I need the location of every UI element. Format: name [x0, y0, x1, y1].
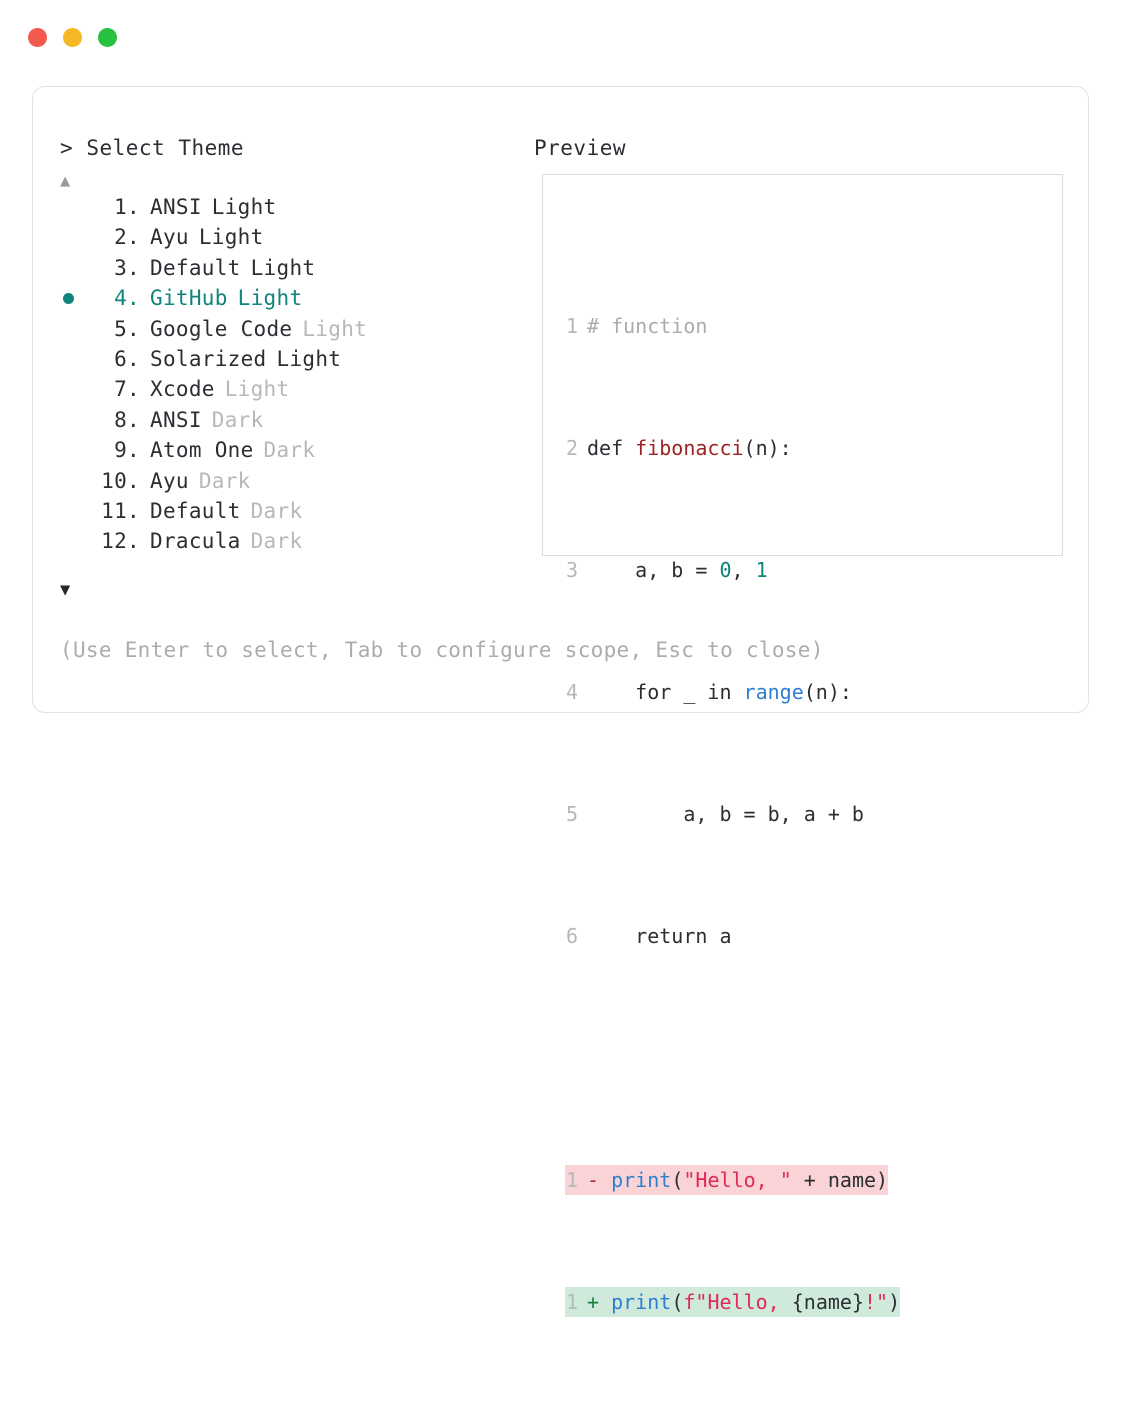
- theme-item-name: ANSI: [150, 407, 202, 432]
- code-line-1: 1# function: [565, 311, 900, 342]
- theme-list-item[interactable]: 7. Xcode Light: [60, 377, 480, 407]
- theme-list-item[interactable]: 5. Google Code Light: [60, 317, 480, 347]
- diff-removed-row: 1- print("Hello, " + name): [565, 1164, 900, 1195]
- line-number: 1: [565, 1167, 578, 1192]
- theme-item-variant: Dark: [250, 529, 303, 554]
- theme-item-index: 9.: [114, 438, 140, 463]
- code-line-4: 4 for _ in range(n):: [565, 677, 900, 708]
- theme-item-variant: Dark: [263, 438, 316, 463]
- selection-bullet-cell: [60, 203, 96, 214]
- code-blank-line: [565, 1043, 900, 1074]
- theme-item-variant: Light: [198, 225, 264, 250]
- theme-item-variant: Light: [224, 377, 290, 402]
- diff-added-row: 1+ print(f"Hello, {name}!"): [565, 1286, 901, 1317]
- page-title: Select Theme: [86, 136, 245, 160]
- theme-item-name: Dracula: [150, 529, 241, 554]
- line-number: 5: [565, 801, 578, 826]
- theme-item-index: 1.: [114, 195, 140, 219]
- diff-removed-marker: -: [587, 1167, 612, 1192]
- theme-item-variant: Light: [211, 195, 277, 219]
- theme-item-index: 3.: [114, 255, 140, 280]
- theme-list-item[interactable]: 12. Dracula Dark: [60, 529, 480, 559]
- selection-bullet-cell: [60, 537, 96, 548]
- line-number: 6: [565, 923, 578, 948]
- theme-item-name: Xcode: [150, 377, 215, 402]
- window-minimize-button[interactable]: [63, 28, 82, 47]
- theme-item-variant: Dark: [250, 498, 303, 523]
- line-number: 3: [565, 557, 578, 582]
- theme-list-item[interactable]: 1. ANSI Light: [60, 195, 480, 225]
- diff-added-marker: +: [587, 1289, 612, 1314]
- selection-bullet-cell: [60, 264, 96, 275]
- theme-item-index: 12.: [101, 529, 140, 554]
- theme-item-variant: Light: [237, 286, 303, 311]
- theme-list-item[interactable]: 2. Ayu Light: [60, 225, 480, 255]
- window-titlebar: [28, 28, 117, 47]
- preview-header: Preview: [534, 136, 627, 160]
- selection-bullet-cell: [60, 355, 96, 366]
- theme-item-index: 5.: [114, 316, 140, 341]
- theme-item-name: Ayu: [150, 225, 189, 250]
- theme-item-variant: Light: [276, 346, 342, 371]
- line-number: 2: [565, 435, 578, 460]
- window-close-button[interactable]: [28, 28, 47, 47]
- theme-item-name: Default: [150, 498, 241, 523]
- theme-item-name: Ayu: [150, 468, 189, 493]
- theme-item-index: 11.: [101, 498, 140, 523]
- theme-item-index: 4.: [114, 286, 140, 311]
- theme-item-variant: Dark: [211, 407, 264, 432]
- selection-bullet-cell: [60, 233, 96, 244]
- theme-list-item[interactable]: 4. GitHub Light: [60, 286, 480, 316]
- selection-bullet-cell: [60, 385, 96, 396]
- line-number: 1: [565, 1289, 578, 1314]
- theme-item-index: 6.: [114, 346, 140, 371]
- theme-item-index: 8.: [114, 407, 140, 432]
- theme-item-name: GitHub: [150, 286, 228, 311]
- prompt-header: > Select Theme: [60, 136, 244, 160]
- theme-item-name: Default: [150, 255, 241, 280]
- theme-item-name: Solarized: [150, 346, 267, 371]
- selection-bullet-cell: [60, 293, 96, 305]
- theme-item-variant: Dark: [198, 468, 251, 493]
- theme-item-variant: Light: [250, 255, 316, 280]
- scroll-down-icon[interactable]: ▼: [60, 580, 71, 600]
- theme-list-item[interactable]: 11. Default Dark: [60, 499, 480, 529]
- code-line-6: 6 return a: [565, 921, 900, 952]
- theme-item-name: Google Code: [150, 316, 293, 341]
- theme-item-name: Atom One: [150, 438, 254, 463]
- selection-bullet-cell: [60, 325, 96, 336]
- selection-bullet-cell: [60, 507, 96, 518]
- selection-bullet-cell: [60, 477, 96, 488]
- code-line-5: 5 a, b = b, a + b: [565, 799, 900, 830]
- scroll-up-icon[interactable]: ▲: [60, 171, 71, 191]
- theme-item-name: ANSI: [150, 195, 202, 219]
- theme-list-item[interactable]: 10. Ayu Dark: [60, 469, 480, 499]
- window-maximize-button[interactable]: [98, 28, 117, 47]
- theme-item-index: 10.: [101, 468, 140, 493]
- theme-item-variant: Light: [302, 316, 368, 341]
- keyboard-hint: (Use Enter to select, Tab to configure s…: [60, 638, 824, 662]
- theme-list-item[interactable]: 6. Solarized Light: [60, 347, 480, 377]
- theme-item-index: 2.: [114, 225, 140, 250]
- theme-item-index: 7.: [114, 377, 140, 402]
- selection-bullet-cell: [60, 416, 96, 427]
- theme-list-item[interactable]: 8. ANSI Dark: [60, 408, 480, 438]
- theme-list-item[interactable]: 9. Atom One Dark: [60, 438, 480, 468]
- selected-bullet-icon: [63, 293, 74, 305]
- selection-bullet-cell: [60, 446, 96, 457]
- line-number: 4: [565, 679, 578, 704]
- prompt-marker: >: [60, 136, 74, 160]
- theme-list-item[interactable]: 3. Default Light: [60, 256, 480, 286]
- line-number: 1: [565, 313, 578, 338]
- code-line-3: 3 a, b = 0, 1: [565, 555, 900, 586]
